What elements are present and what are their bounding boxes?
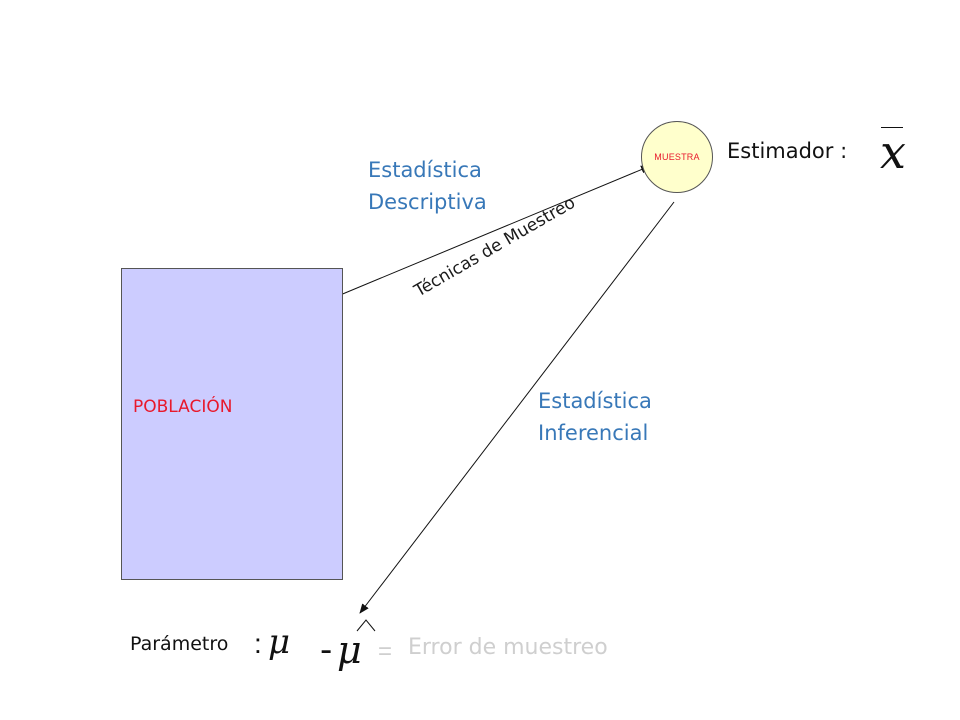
sample-label: MUESTRA xyxy=(654,152,700,162)
equals-sign: = xyxy=(378,638,393,665)
inferential-line-1: Estadística xyxy=(538,389,652,413)
parameter-label: Parámetro xyxy=(130,633,229,655)
population-label: POBLACIÓN xyxy=(133,397,233,417)
sample-circle: MUESTRA xyxy=(641,121,713,193)
hat-icon xyxy=(356,619,376,632)
mu-symbol: μ xyxy=(268,622,291,662)
estimator-label: Estimador : xyxy=(727,139,848,163)
descriptive-line-2: Descriptiva xyxy=(368,190,487,214)
minus-sign: - xyxy=(320,630,333,670)
sampling-error-label: Error de muestreo xyxy=(408,635,608,660)
xbar-symbol: x xyxy=(880,125,906,179)
inferential-statistics-label: Estadística Inferencial xyxy=(538,385,652,449)
mu-hat-symbol: μ xyxy=(337,628,362,672)
xbar-overline xyxy=(881,127,903,128)
sampling-arrow xyxy=(320,165,651,304)
population-box xyxy=(121,268,343,580)
inferential-line-2: Inferencial xyxy=(538,421,649,445)
parameter-colon: : xyxy=(254,628,262,659)
descriptive-line-1: Estadística xyxy=(368,158,482,182)
descriptive-statistics-label: Estadística Descriptiva xyxy=(368,154,487,218)
inference-arrow xyxy=(359,201,675,614)
